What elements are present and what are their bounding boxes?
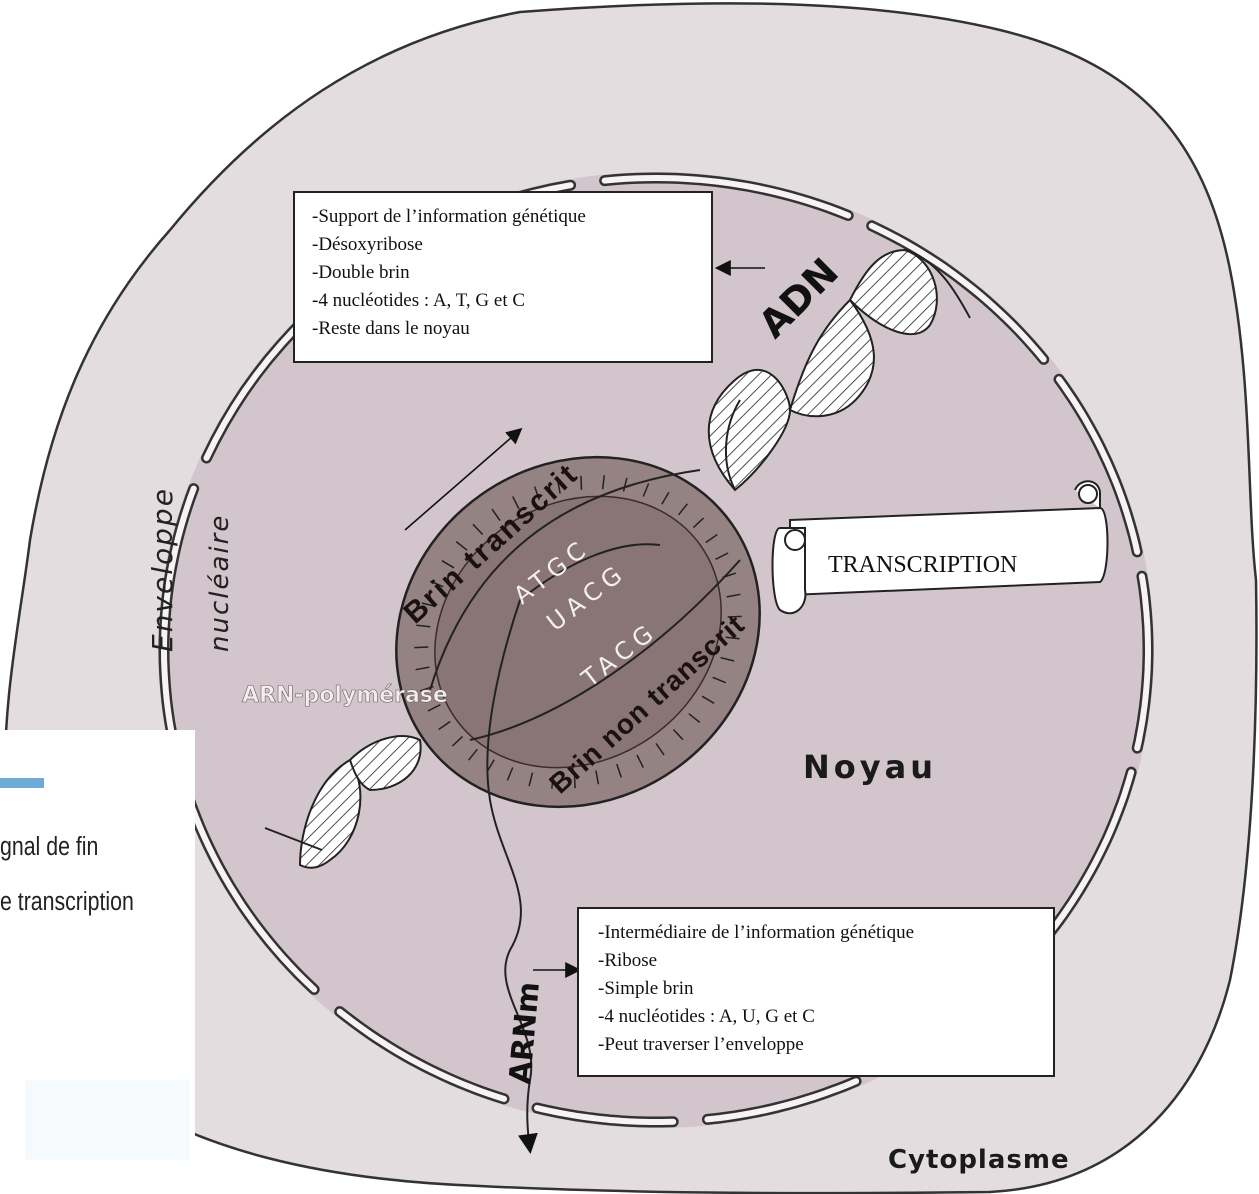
polymerase-tick — [414, 647, 428, 648]
rna-box-line: -Simple brin — [598, 978, 694, 999]
rna-box-line: -Ribose — [598, 950, 657, 971]
dna-box-line: -Désoxyribose — [312, 234, 423, 255]
inset-panel: gnal de fin e transcription — [0, 730, 195, 1170]
dna-box-line: -Reste dans le noyau — [312, 318, 470, 339]
envelope-label-line2: nucléaire — [205, 514, 235, 652]
polymerase-label: ARN-polymérase — [242, 683, 448, 708]
transcription-label: TRANSCRIPTION — [828, 552, 1017, 578]
dna-box-line: -Double brin — [312, 262, 410, 283]
inset-line2: e transcription — [0, 887, 134, 917]
dna-info-box: -Support de l’information génétique -Dés… — [294, 192, 712, 362]
rna-info-box: -Intermédiaire de l’information génétiqu… — [578, 908, 1054, 1076]
rna-box-line: -Peut traverser l’enveloppe — [598, 1034, 804, 1055]
dna-box-line: -4 nucléotides : A, T, G et C — [312, 290, 525, 311]
rna-box-line: -4 nucléotides : A, U, G et C — [598, 1006, 815, 1027]
dna-box-line: -Support de l’information génétique — [312, 206, 586, 227]
inset-bar — [0, 778, 44, 788]
rna-box-line: -Intermédiaire de l’information génétiqu… — [598, 922, 914, 943]
inset-line1: gnal de fin — [0, 832, 98, 862]
cytoplasm-label: Cytoplasme — [888, 1145, 1070, 1175]
envelope-label-line1: Enveloppe — [146, 487, 179, 652]
nucleus-label: Noyau — [803, 748, 937, 786]
